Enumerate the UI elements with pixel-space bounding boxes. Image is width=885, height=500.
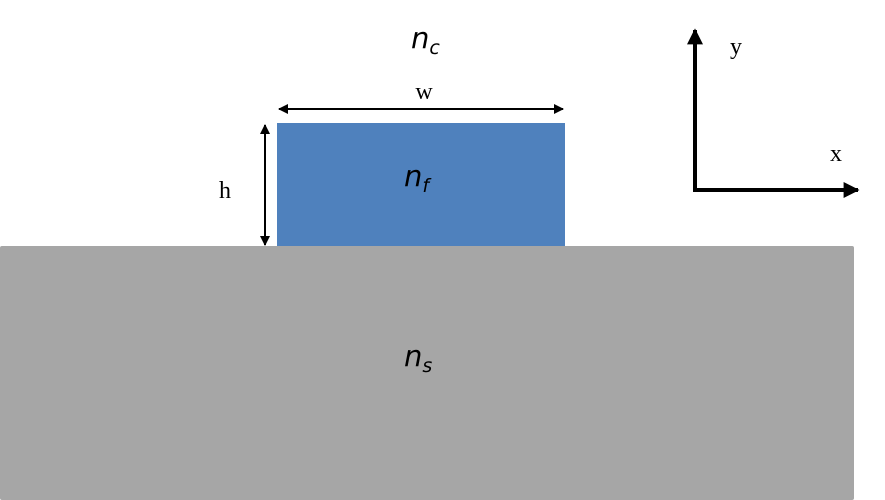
substrate-index-label: ns: [404, 339, 432, 377]
cladding-index-subscript: c: [429, 37, 440, 59]
cladding-index-base: n: [411, 21, 429, 55]
film-index-subscript: f: [422, 175, 432, 197]
substrate-index-subscript: s: [422, 355, 432, 377]
y-axis-label: y: [730, 34, 742, 60]
cladding-index-label: nc: [411, 21, 440, 59]
substrate-index-base: n: [404, 339, 422, 373]
substrate-region: [0, 246, 854, 500]
width-label: w: [415, 79, 433, 105]
film-index-base: n: [404, 159, 422, 193]
film-index-label: nf: [404, 159, 432, 197]
height-label: h: [219, 178, 231, 204]
film-core-region: [277, 123, 565, 246]
x-axis-label: x: [830, 141, 842, 167]
